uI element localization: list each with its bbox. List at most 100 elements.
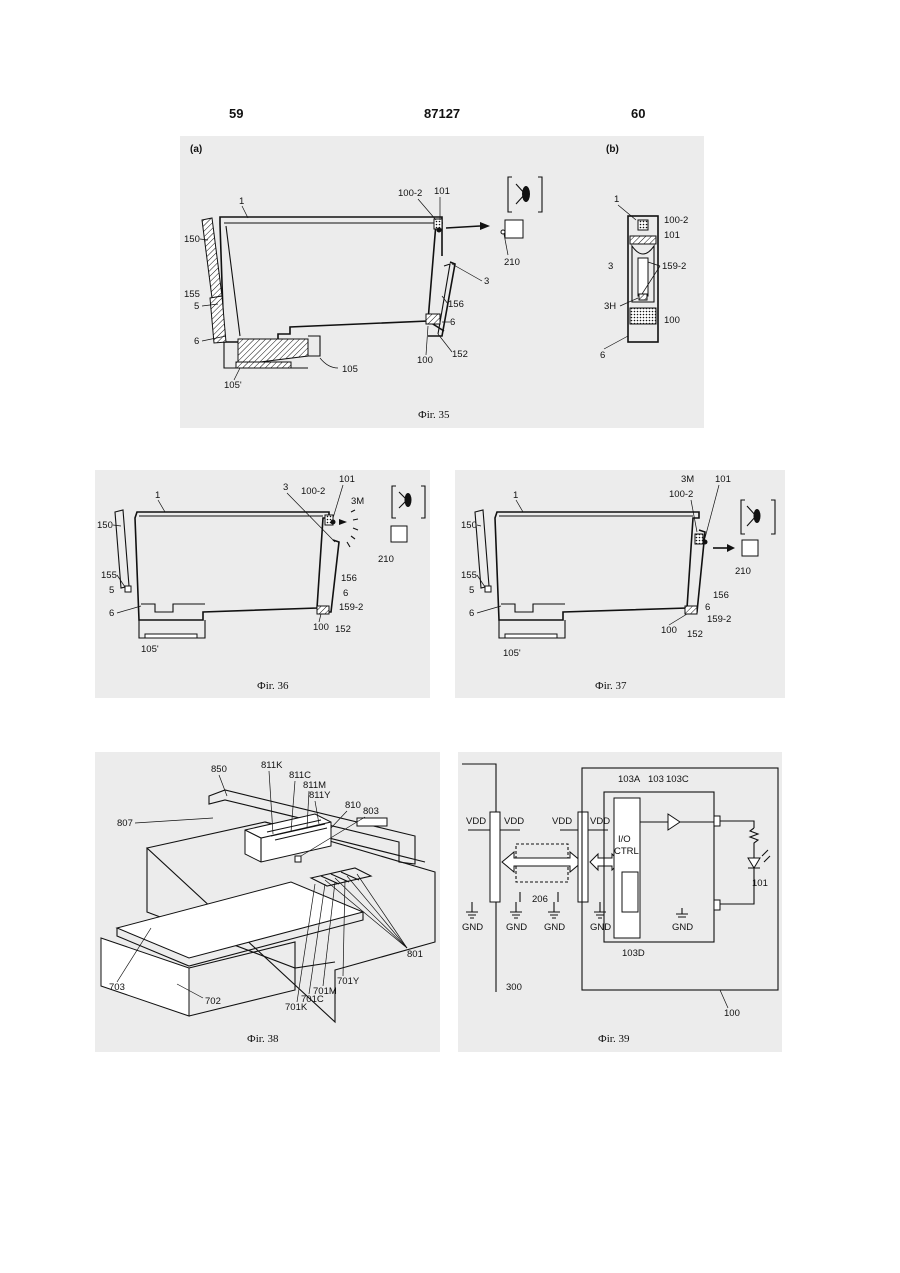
fig35a-label-1: 1: [239, 196, 244, 207]
fig38-label-811y: 811Y: [309, 790, 331, 801]
ground-icon: [510, 902, 522, 918]
label-101: 101: [752, 878, 768, 889]
fig35a-label-155: 155: [184, 289, 200, 300]
ink-cartridge-body: [220, 217, 442, 342]
ground-icon: [466, 902, 478, 918]
ground-icon: [676, 908, 688, 917]
fig38-label-702: 702: [205, 996, 221, 1007]
fig35a-label-3: 3: [484, 276, 489, 287]
gnd-label-3: GND: [544, 922, 565, 933]
fig35a-label-105prime: 105': [224, 380, 242, 391]
paper-tray-703: [117, 882, 363, 958]
label-100: 100: [724, 1008, 740, 1019]
page-number-right: 60: [631, 106, 645, 121]
figure-36-panel: 1 3 100-2 101 3M 150 155 5 6 210 156 6 1…: [95, 470, 430, 698]
fig35b-label-100: 100: [664, 315, 680, 326]
fig37-label-1: 1: [513, 490, 518, 501]
fig37-label-6-right: 6: [705, 602, 710, 613]
bus-arrow-left: [502, 852, 582, 872]
io-ctrl-label-line1: I/O: [618, 834, 631, 845]
fig38-label-803: 803: [363, 806, 379, 817]
fig36-label-3: 3: [283, 482, 288, 493]
photo-sensor-210: [505, 220, 523, 238]
fig35-caption: Фіг. 35: [418, 409, 450, 421]
led-101: [331, 520, 336, 525]
io-ctrl-103a: [614, 798, 640, 938]
figure-37-panel: 1 3M 100-2 101 150 155 5 6 210 156 6 159…: [455, 470, 785, 698]
fig35-sublabel-b: (b): [606, 144, 619, 155]
fig37-caption: Фіг. 37: [595, 680, 627, 692]
led-101: [703, 540, 708, 545]
fig37-label-100: 100: [661, 625, 677, 636]
port-105prime: [236, 362, 291, 368]
figure-39-drawing: VDD VDD VDD VDD GND GND GND GND GND 206 …: [458, 752, 782, 1052]
figure-37-drawing: 1 3M 100-2 101 150 155 5 6 210 156 6 159…: [455, 470, 785, 698]
gnd-label-1: GND: [462, 922, 483, 933]
fig37-label-159-2: 159-2: [707, 614, 731, 625]
figure-35-drawing: (a) 1 100-2 101 150 155 5 6 210 3 156 6 …: [180, 136, 704, 428]
fig36-label-6-left: 6: [109, 608, 114, 619]
fig38-caption: Фіг. 38: [247, 1033, 279, 1045]
fig38-label-811k: 811K: [261, 760, 283, 771]
fig35b-label-100-2: 100-2: [664, 215, 688, 226]
fig36-label-100: 100: [313, 622, 329, 633]
cartridges-701: [311, 868, 371, 886]
ink-cartridge-body: [135, 512, 329, 620]
fig35b-label-6: 6: [600, 350, 605, 361]
vdd-label-1: VDD: [466, 816, 486, 827]
label-103d: 103D: [622, 948, 645, 959]
led-101: [748, 858, 760, 868]
chip-100-2: [434, 219, 442, 229]
fig37-label-100-2: 100-2: [669, 489, 693, 500]
fig37-label-150: 150: [461, 520, 477, 531]
vdd-label-4: VDD: [590, 816, 610, 827]
fig37-label-210: 210: [735, 566, 751, 577]
gnd-label-2: GND: [506, 922, 527, 933]
resistor: [750, 828, 758, 850]
fig35-sublabel-a: (a): [190, 144, 202, 155]
fig35b-label-159-2: 159-2: [662, 261, 686, 272]
io-ctrl-label-line2: CTRL: [614, 846, 639, 857]
chip-board-100: [582, 768, 778, 990]
fig36-label-210: 210: [378, 554, 394, 565]
fig38-label-850: 850: [211, 764, 227, 775]
fig36-label-152: 152: [335, 624, 351, 635]
chip-100: [426, 314, 440, 324]
hook-3h: [639, 294, 647, 300]
fig38-label-703: 703: [109, 982, 125, 993]
light-rays: [347, 510, 358, 547]
gnd-label-4: GND: [590, 922, 611, 933]
lever-155: [485, 586, 491, 592]
led-101: [437, 228, 442, 233]
fig38-label-801: 801: [407, 949, 423, 960]
fig37-label-152: 152: [687, 629, 703, 640]
fig35a-label-105: 105: [342, 364, 358, 375]
board-label-300: 300: [506, 982, 522, 993]
document-number: 87127: [424, 106, 460, 121]
ground-icon: [548, 902, 560, 918]
fig39-caption: Фіг. 39: [598, 1033, 630, 1045]
fig37-label-3m: 3M: [681, 474, 694, 485]
light-arrow: [339, 519, 347, 525]
ink-cartridge-body: [495, 512, 699, 620]
label-103: 103: [648, 774, 664, 785]
fig36-caption: Фіг. 36: [257, 680, 289, 692]
fig36-label-105prime: 105': [141, 644, 159, 655]
label-103c: 103C: [666, 774, 689, 785]
sensor-803: [295, 856, 301, 862]
fig37-label-105prime: 105': [503, 648, 521, 659]
fig37-label-101: 101: [715, 474, 731, 485]
fig35b-label-3h: 3H: [604, 301, 616, 312]
photo-sensor-210: [742, 540, 758, 556]
fig36-label-1: 1: [155, 490, 160, 501]
fig35a-label-152: 152: [452, 349, 468, 360]
fig36-label-3m: 3M: [351, 496, 364, 507]
fig37-label-5: 5: [469, 585, 474, 596]
fig36-label-159-2: 159-2: [339, 602, 363, 613]
fig38-label-807: 807: [117, 818, 133, 829]
fig36-label-5: 5: [109, 585, 114, 596]
driver-103c: [668, 814, 680, 830]
vdd-label-2: VDD: [504, 816, 524, 827]
chip-100: [685, 606, 697, 614]
gnd-label-5: GND: [672, 922, 693, 933]
